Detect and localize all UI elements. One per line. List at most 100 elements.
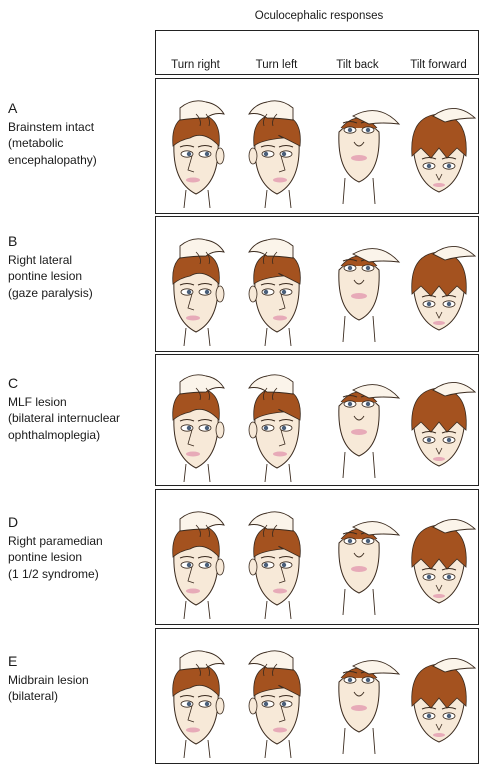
head-turn-right (172, 650, 225, 759)
eye-icon (421, 707, 437, 720)
examiner-hand (248, 100, 294, 127)
head-illustrations (172, 238, 477, 347)
eye-icon (278, 695, 294, 708)
head-turn-right (172, 100, 225, 209)
head-illustrations (172, 374, 477, 483)
eye-icon (360, 532, 376, 545)
figure-title: Oculocephalic responses (254, 10, 384, 22)
eye-icon (421, 431, 437, 444)
examiner-hand (248, 374, 294, 401)
row-description-line: (bilateral) (8, 689, 59, 703)
row-description-line: Brainstem intact (8, 119, 95, 134)
examiner-hand (248, 650, 294, 677)
eye-icon (278, 283, 294, 296)
eye-icon (179, 283, 195, 296)
eye-icon (197, 283, 213, 296)
eye-icon (179, 556, 195, 569)
examiner-hand (432, 246, 477, 261)
eye-icon (260, 556, 276, 569)
head-tilt-back (338, 660, 401, 755)
head-turn-left (248, 374, 301, 483)
head-illustrations (172, 511, 477, 620)
eye-icon (197, 556, 213, 569)
examiner-hand (179, 650, 225, 677)
eye-icon (441, 707, 457, 720)
head-tilt-back (338, 384, 401, 479)
response-panel-c (155, 354, 479, 486)
row-description-line: (1 1/2 syndrome) (8, 566, 99, 581)
examiner-hand (179, 374, 225, 401)
row-description-line: (metabolic (8, 136, 64, 150)
row-description-line: ophthalmoplegia) (8, 427, 101, 442)
row-description-line: encephalopathy) (8, 152, 97, 167)
eye-icon (342, 259, 358, 272)
eye-icon (278, 556, 294, 569)
eye-icon (342, 671, 358, 684)
eye-icon (342, 532, 358, 545)
row-description-line: (gaze paralysis) (8, 285, 93, 300)
head-illustrations (172, 650, 477, 759)
head-tilt-forward (411, 658, 477, 743)
examiner-hand (432, 108, 477, 123)
eye-icon (260, 145, 276, 158)
eye-icon (197, 145, 213, 158)
head-tilt-back (338, 110, 401, 205)
head-tilt-forward (411, 246, 477, 331)
column-label-turn-left: Turn left (255, 59, 298, 71)
head-illustrations (172, 100, 477, 209)
column-label-tilt-back: Tilt back (336, 59, 379, 71)
row-description-line: Midbrain lesion (8, 672, 89, 687)
eye-icon (197, 695, 213, 708)
examiner-hand (352, 110, 401, 125)
row-description-line: MLF lesion (8, 394, 67, 409)
eye-icon (360, 259, 376, 272)
head-turn-left (248, 511, 301, 620)
row-letter: A (8, 100, 18, 116)
eye-icon (421, 157, 437, 170)
head-turn-left (248, 100, 301, 209)
column-labels: Turn right Turn left Tilt back Tilt forw… (155, 59, 479, 73)
eye-icon (441, 568, 457, 581)
eye-icon (179, 695, 195, 708)
row-letter: D (8, 514, 19, 530)
examiner-hand (352, 521, 401, 536)
row-label-d: D Right paramedian pontine lesion (1 1/2… (8, 514, 153, 582)
head-turn-left (248, 650, 301, 759)
column-label-turn-right: Turn right (171, 59, 220, 71)
row-description-line: pontine lesion (8, 269, 83, 283)
eye-icon (260, 695, 276, 708)
eye-icon (441, 157, 457, 170)
response-panel-e (155, 628, 479, 764)
head-tilt-back (338, 521, 401, 616)
examiner-hand (432, 382, 477, 397)
head-turn-left (248, 238, 301, 347)
eye-icon (179, 145, 195, 158)
examiner-hand (352, 660, 401, 675)
eye-icon (421, 295, 437, 308)
row-letter: E (8, 653, 18, 669)
examiner-hand (179, 238, 225, 265)
row-description-line: pontine lesion (8, 550, 83, 564)
eye-icon (278, 419, 294, 432)
head-tilt-forward (411, 519, 477, 604)
eye-icon (179, 419, 195, 432)
head-turn-right (172, 238, 225, 347)
row-label-e: E Midbrain lesion (bilateral) (8, 653, 153, 705)
examiner-hand (179, 511, 225, 538)
response-panel-b (155, 216, 479, 352)
head-tilt-forward (411, 108, 477, 193)
eye-icon (260, 283, 276, 296)
row-description-line: Right lateral (8, 252, 73, 267)
eye-icon (421, 568, 437, 581)
examiner-hand (432, 519, 477, 534)
row-description-line: Right paramedian (8, 533, 103, 548)
head-tilt-back (338, 248, 401, 343)
row-label-b: B Right lateral pontine lesion (gaze par… (8, 233, 153, 301)
examiner-hand (248, 511, 294, 538)
row-description-line: (bilateral internuclear (8, 411, 121, 425)
head-tilt-forward (411, 382, 477, 467)
examiner-hand (432, 658, 477, 673)
column-label-tilt-forward: Tilt forward (410, 59, 467, 71)
row-letter: B (8, 233, 18, 249)
row-letter: C (8, 375, 19, 391)
